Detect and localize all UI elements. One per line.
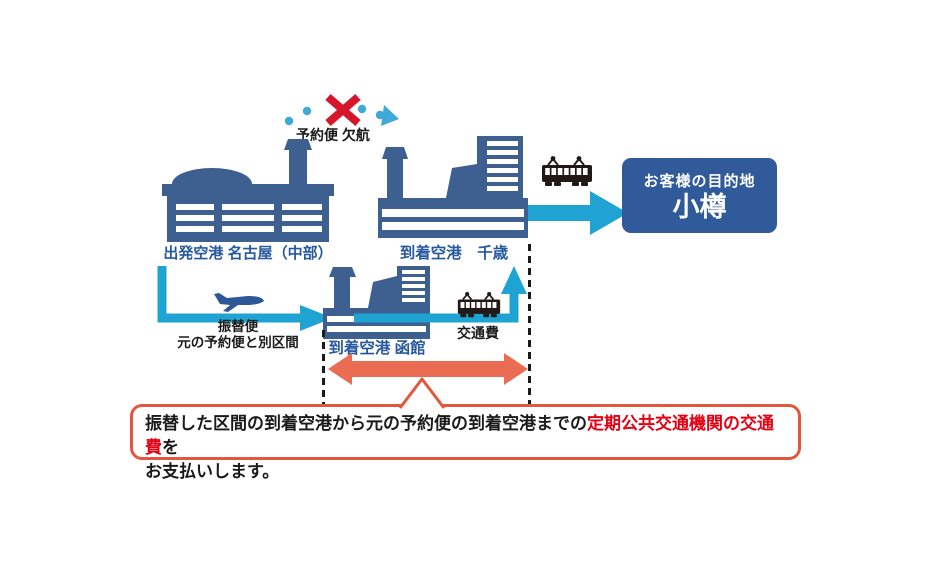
substitute-flight-arrow bbox=[157, 266, 333, 331]
dashed-line-left bbox=[322, 330, 325, 404]
departure-airport-label: 出発空港 名古屋（中部） bbox=[163, 245, 333, 262]
departure-airport-icon bbox=[162, 139, 334, 242]
arrival-airport-hakodate-label: 到着空港 函館 bbox=[328, 340, 426, 357]
dashed-line-right bbox=[528, 244, 531, 404]
note-line2: お支払いします。 bbox=[145, 462, 280, 481]
note-line1-prefix: 振替した区間の到着空港から元の予約便の到着空港までの bbox=[145, 414, 587, 433]
arrival-airport-hakodate-icon bbox=[323, 266, 430, 339]
destination-city: 小樽 bbox=[672, 192, 727, 222]
substitute-flight-line1: 振替便 bbox=[217, 319, 259, 334]
note-line1: 振替した区間の到着空港から元の予約便の到着空港までの定期公共交通機関の交通費を bbox=[145, 412, 786, 460]
canceled-flight-label: 予約便 欠航 bbox=[296, 127, 370, 143]
fee-span-arrow bbox=[328, 353, 528, 385]
destination-box: お客様の目的地 小樽 bbox=[622, 158, 777, 233]
arrow-to-destination bbox=[528, 191, 628, 235]
airplane-icon bbox=[214, 293, 264, 312]
substitute-flight-label: 振替便 元の予約便と別区間 bbox=[163, 319, 313, 351]
arrival-airport-chitose-label: 到着空港 千歳 bbox=[399, 245, 509, 262]
substitute-flight-line2: 元の予約便と別区間 bbox=[177, 335, 299, 350]
arrival-airport-chitose-icon bbox=[378, 136, 528, 238]
note-line1-highlight: 定期公共交通機関の交通費 bbox=[145, 414, 774, 457]
train-icon bbox=[457, 291, 501, 318]
train-icon bbox=[542, 156, 592, 186]
note-line1-suffix: を bbox=[162, 438, 179, 457]
transport-fee-label: 交通費 bbox=[457, 325, 499, 341]
destination-title: お客様の目的地 bbox=[643, 173, 756, 190]
cancel-x-icon bbox=[325, 93, 361, 127]
dotted-route-icon bbox=[284, 93, 399, 127]
ground-transport-arrow bbox=[354, 266, 527, 323]
note-bubble-tail bbox=[398, 377, 446, 409]
note-bubble: 振替した区間の到着空港から元の予約便の到着空港までの定期公共交通機関の交通費を … bbox=[130, 404, 801, 481]
